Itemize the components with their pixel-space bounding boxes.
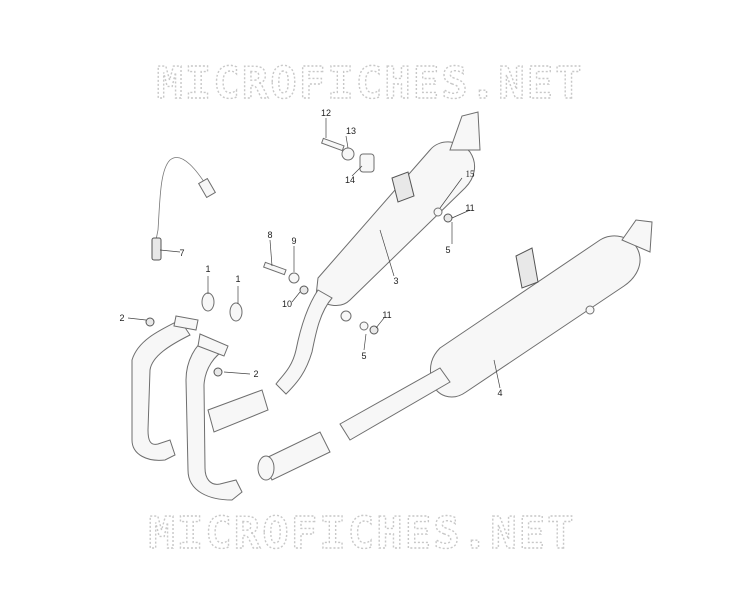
callout-5a: 5 [445,245,450,255]
callout-8: 8 [267,230,272,240]
muffler-lower [257,219,653,481]
callout-4: 4 [497,388,502,398]
callout-1b: 1 [235,274,240,284]
header-pipe-middle [185,333,269,501]
callout-1a: 1 [205,264,210,274]
callout-7: 7 [179,248,184,258]
callout-14: 14 [345,175,355,185]
callout-9: 9 [291,236,296,246]
callout-2a: 2 [119,313,124,323]
callout-2b: 2 [253,369,258,379]
watermark-top: MICROFICHES.NET [156,58,583,109]
callout-labels: 1 1 2 2 3 4 5 5 7 8 9 10 11 11 12 13 14 … [119,108,502,398]
callout-3: 3 [393,276,398,286]
oxygen-sensor [151,157,217,261]
hardware-fasteners [145,137,595,377]
callout-11b: 11 [382,310,391,320]
callout-5b: 5 [361,351,366,361]
callout-12: 12 [321,108,331,118]
callout-11a: 11 [465,203,474,213]
watermark-bottom: MICROFICHES.NET [148,508,575,559]
leader-lines [127,118,501,389]
callout-13: 13 [346,126,356,136]
header-pipe-left [131,315,199,461]
muffler-upper [275,111,481,395]
callout-15: 15 [466,169,476,179]
callout-10: 10 [282,299,292,309]
